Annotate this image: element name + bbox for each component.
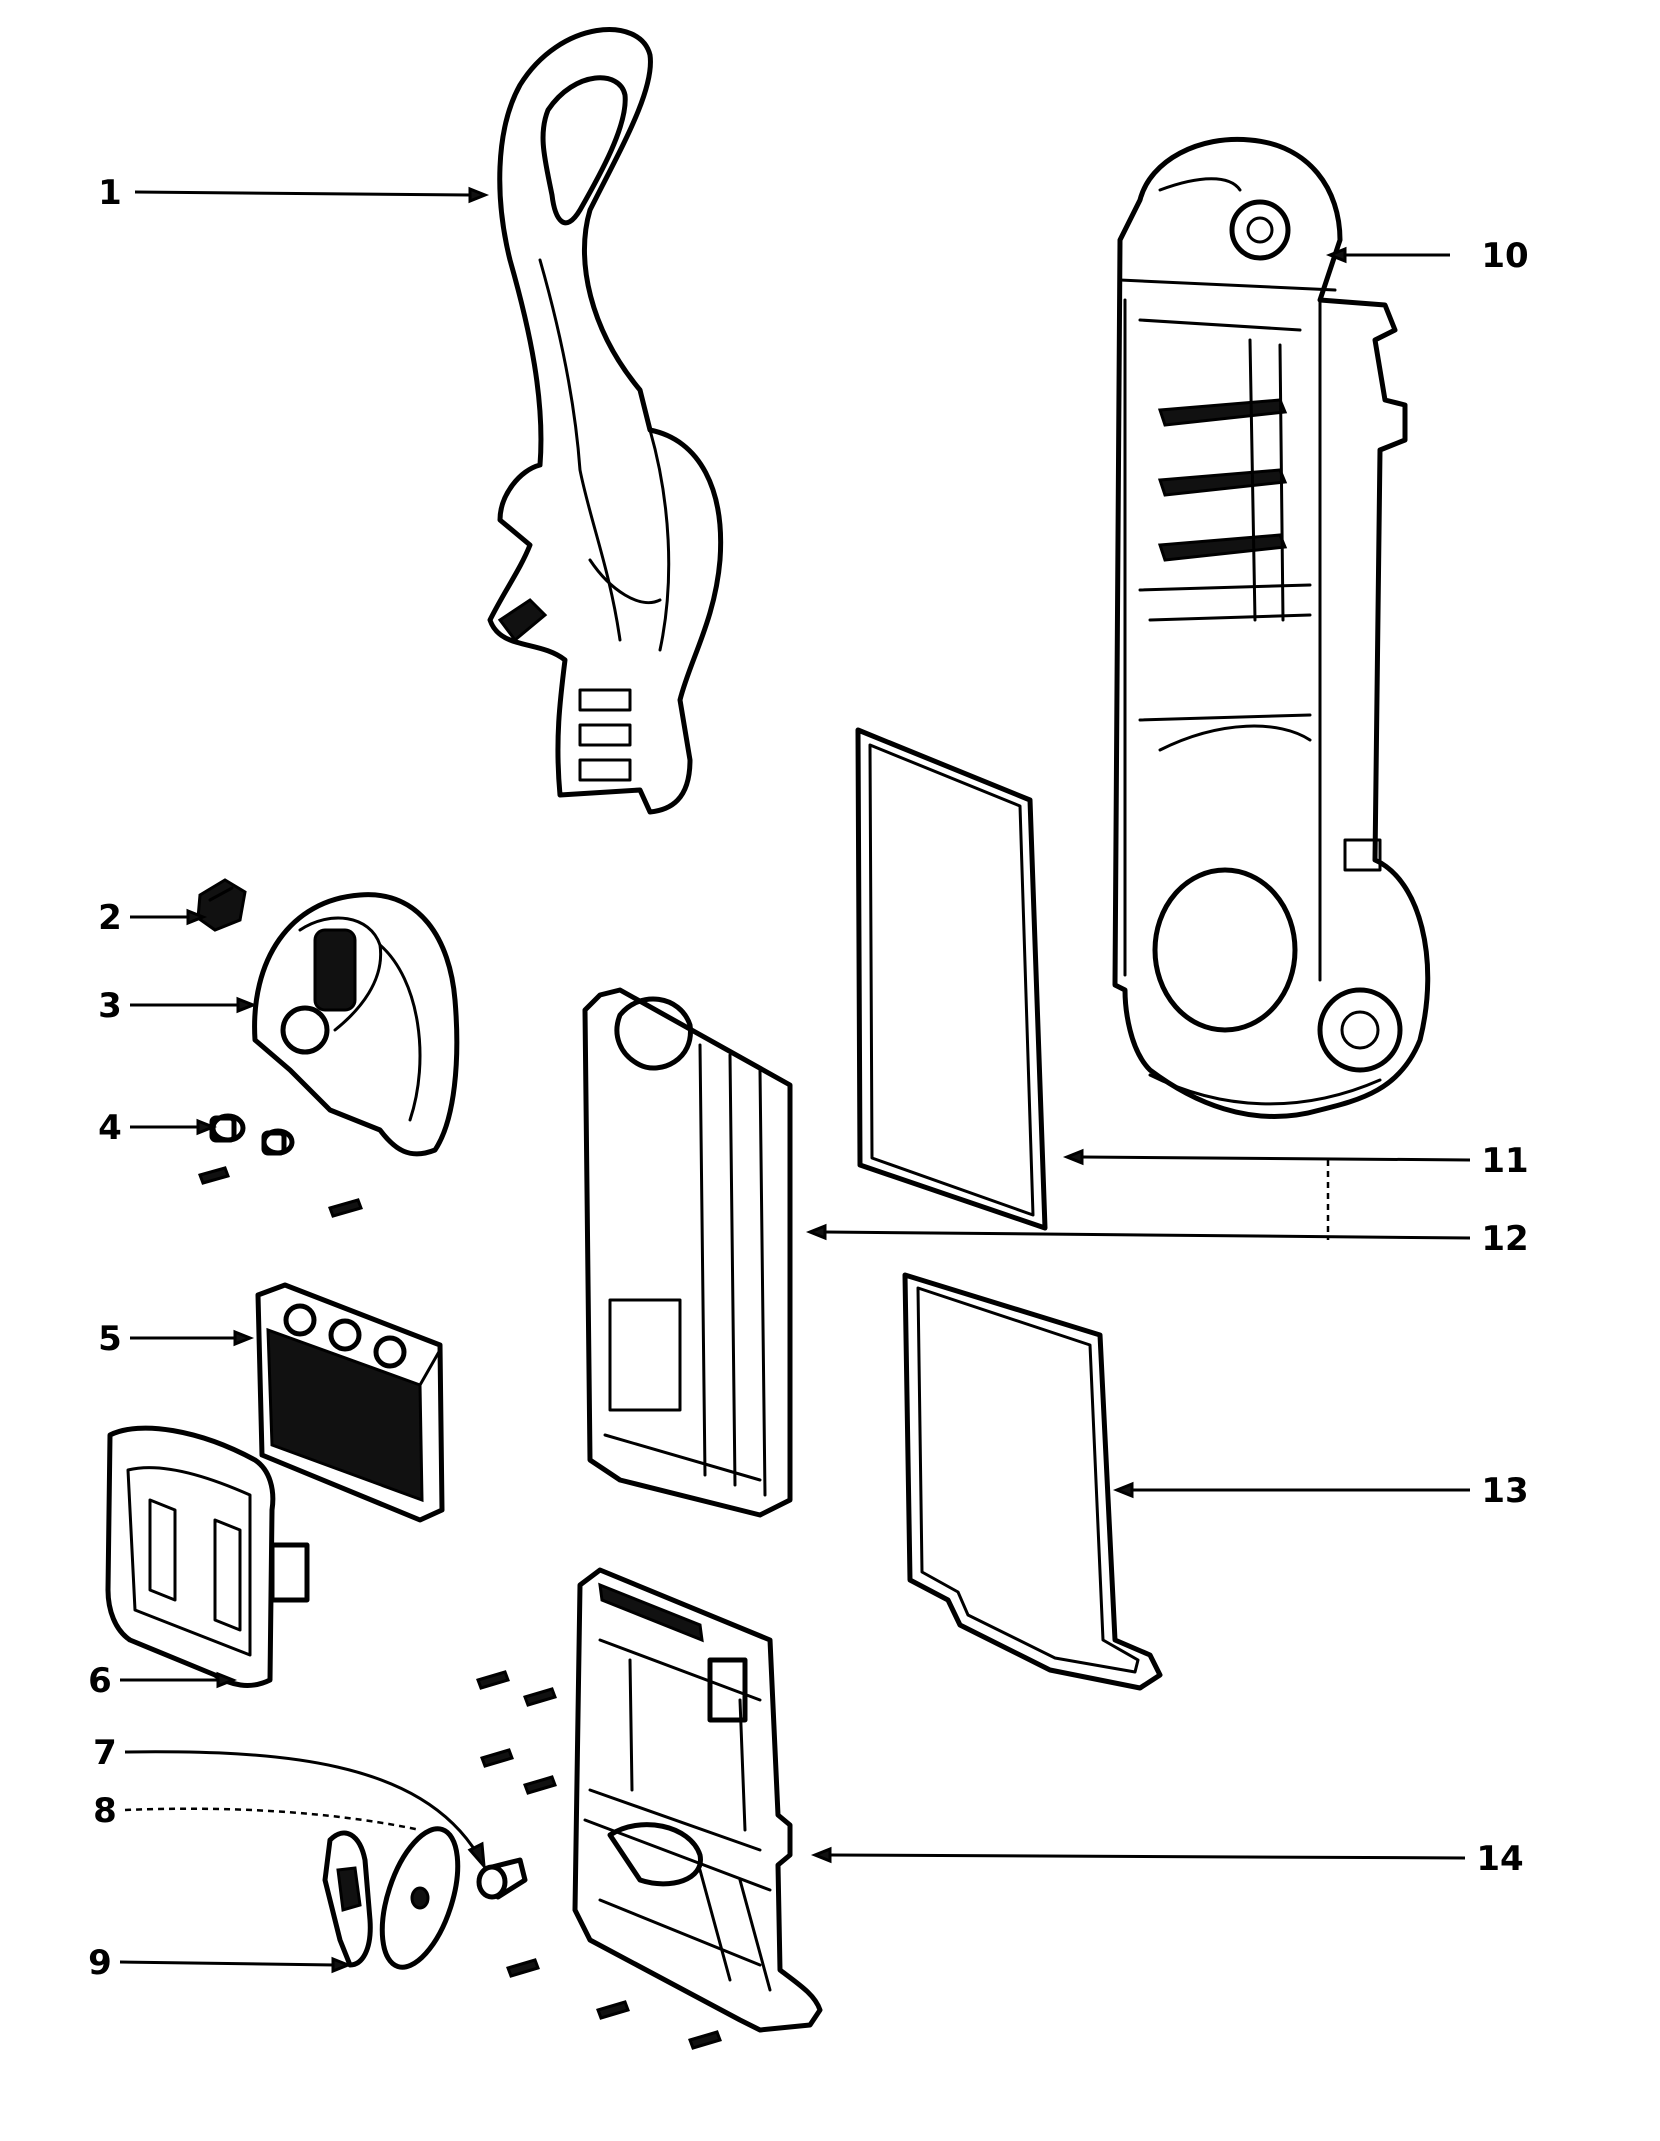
- leader-lines: [119, 186, 1471, 1974]
- callout-6: 6: [88, 1661, 112, 1701]
- part-switch: [196, 878, 247, 932]
- callout-2: 2: [98, 898, 122, 938]
- part-front-cover: [582, 987, 793, 1518]
- callout-7: 7: [93, 1733, 117, 1773]
- part-filter-frame: [105, 1425, 310, 1688]
- callout-4: 4: [98, 1108, 122, 1148]
- callout-11: 11: [1481, 1141, 1528, 1181]
- callout-12: 12: [1481, 1219, 1528, 1259]
- part-disc: [379, 1826, 461, 1970]
- callout-14: 14: [1476, 1839, 1523, 1879]
- callout-5: 5: [98, 1319, 122, 1359]
- part-main-housing: [1112, 136, 1431, 1119]
- screws: [476, 1670, 722, 2050]
- part-cord-cover: [252, 892, 460, 1157]
- callout-1: 1: [98, 173, 122, 213]
- part-gasket-upper: [855, 727, 1048, 1231]
- callout-labels: 1 2 3 4 5 6 7 8 9 10 11 12 13 14: [88, 173, 1529, 1983]
- part-bushing: [198, 1113, 363, 1218]
- part-gasket-lower: [902, 1272, 1163, 1691]
- callout-9: 9: [88, 1943, 112, 1983]
- callout-8: 8: [93, 1791, 117, 1831]
- callout-10: 10: [1481, 236, 1528, 276]
- part-lower-housing: [572, 1567, 823, 2033]
- part-handle: [487, 27, 724, 815]
- part-filter: [255, 1282, 445, 1523]
- part-knob: [476, 1857, 528, 1900]
- part-latch: [322, 1830, 373, 1968]
- callout-3: 3: [98, 986, 122, 1026]
- callout-13: 13: [1481, 1471, 1528, 1511]
